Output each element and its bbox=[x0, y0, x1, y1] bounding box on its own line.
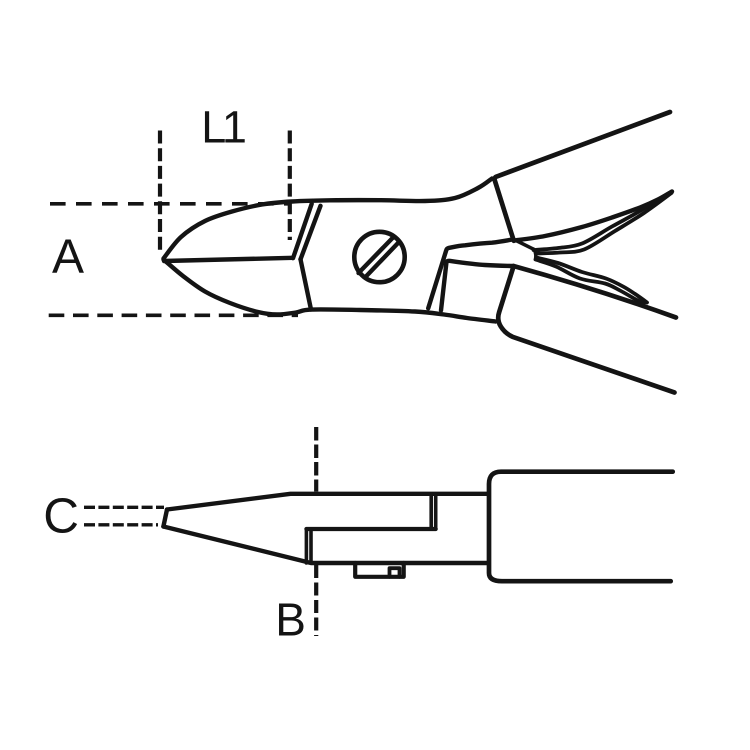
svg-text:C: C bbox=[43, 489, 79, 544]
svg-text:L1: L1 bbox=[201, 102, 245, 153]
svg-text:B: B bbox=[275, 593, 306, 645]
svg-text:A: A bbox=[52, 231, 84, 284]
